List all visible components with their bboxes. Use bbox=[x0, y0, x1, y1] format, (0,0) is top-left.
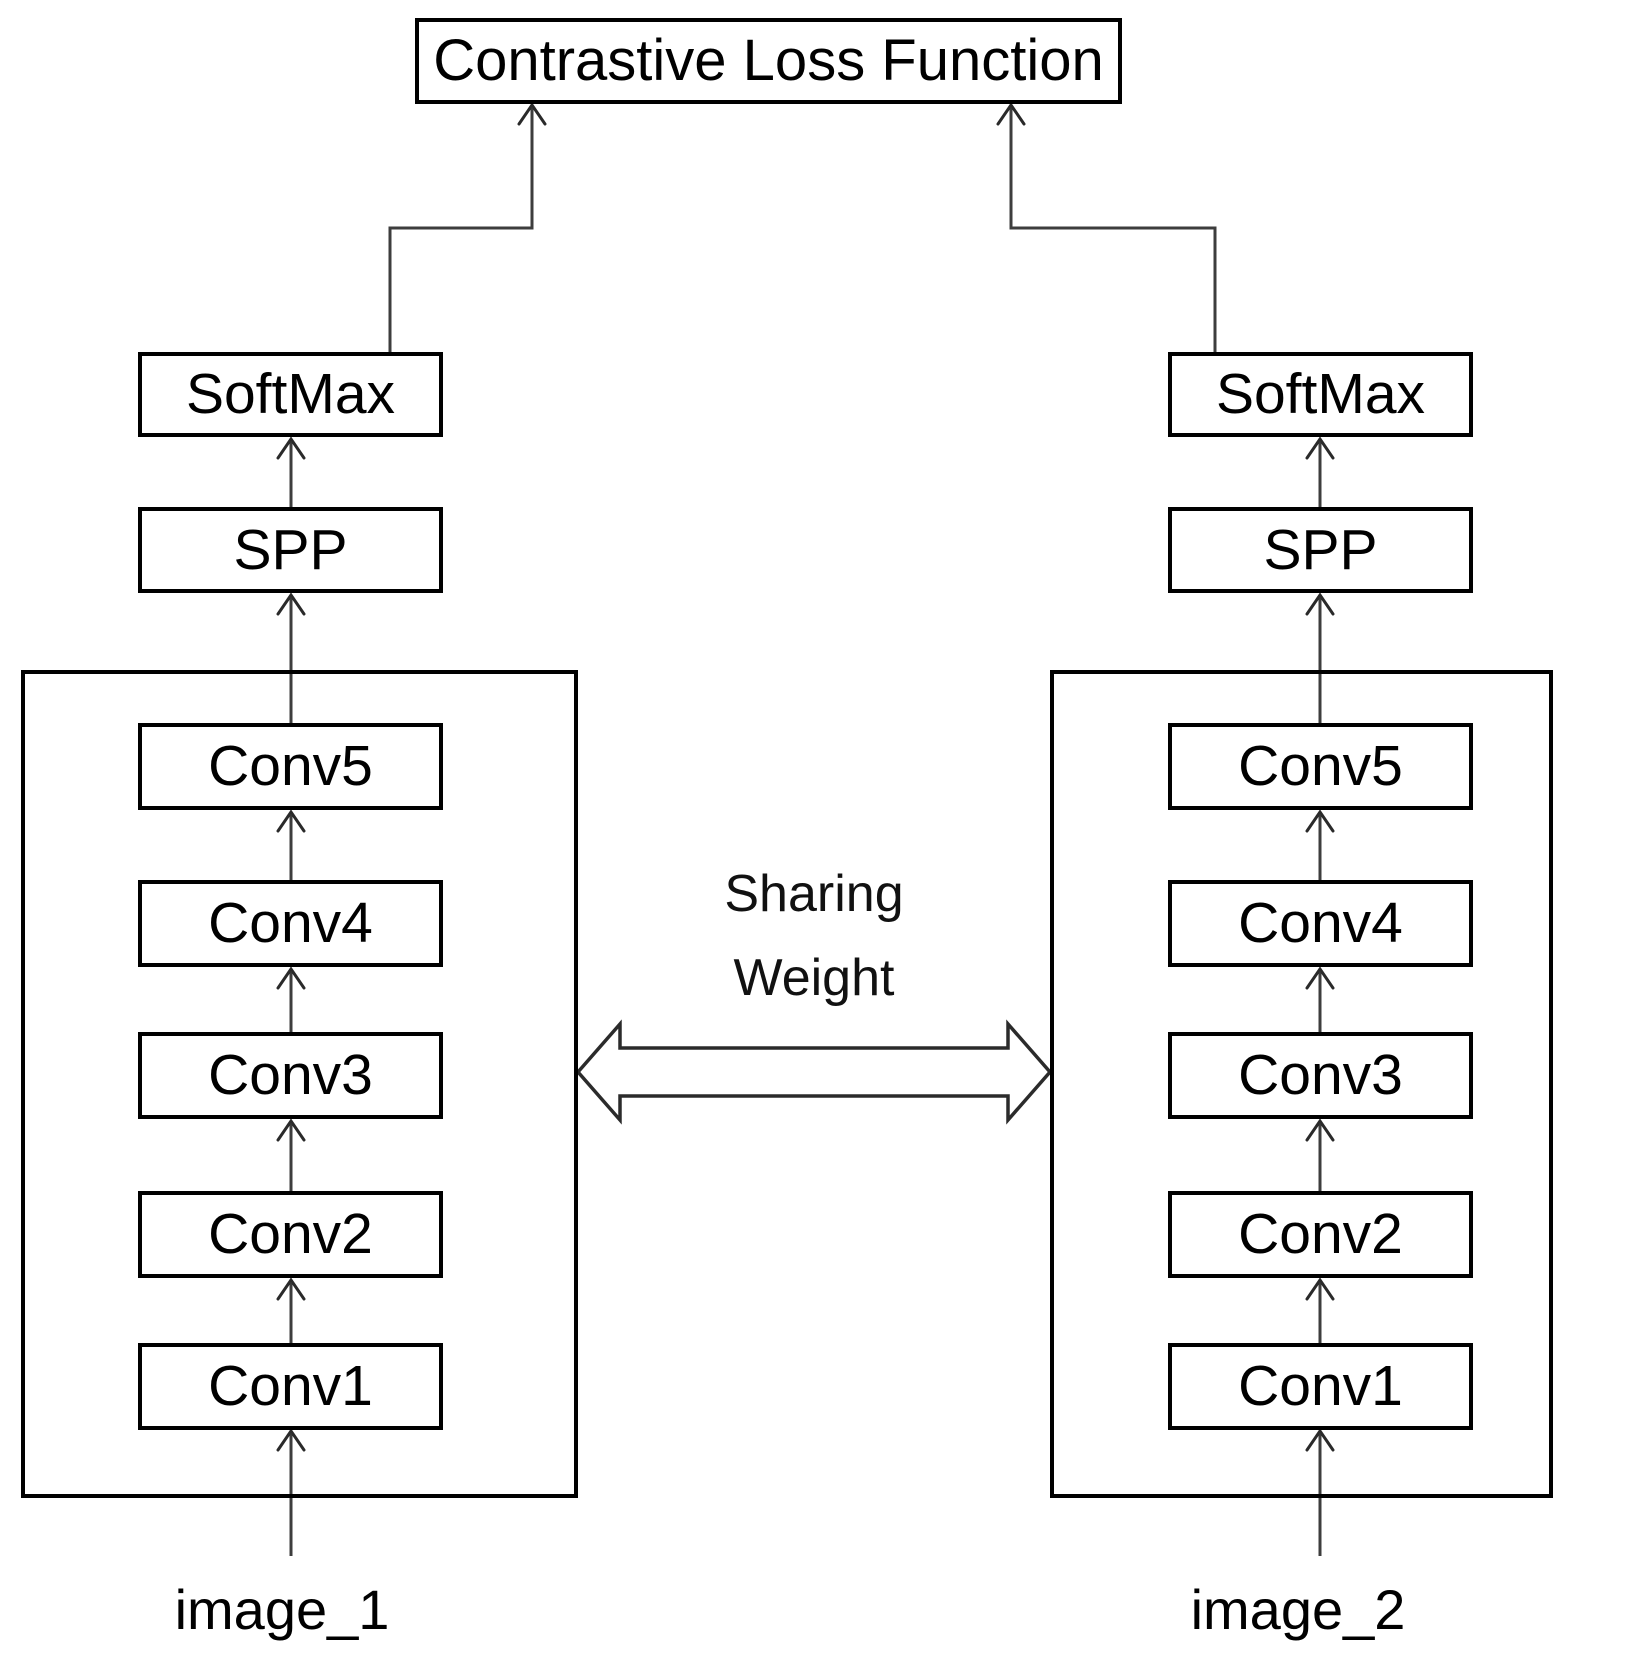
conv4-right-label: Conv4 bbox=[1238, 891, 1403, 955]
conv2-right-label: Conv2 bbox=[1238, 1202, 1403, 1266]
node-spp-right: SPP bbox=[1168, 507, 1473, 593]
conv3-left-label: Conv3 bbox=[208, 1043, 373, 1107]
conv3-right-label: Conv3 bbox=[1238, 1043, 1403, 1107]
softmax-left-label: SoftMax bbox=[185, 362, 396, 426]
sharing-weight-line2: Weight bbox=[733, 949, 895, 1008]
softmax-right-label: SoftMax bbox=[1215, 362, 1426, 426]
cnn-container-left bbox=[21, 670, 578, 1498]
sharing-weight-label: Sharing Weight bbox=[614, 852, 1014, 1020]
node-conv4-left: Conv4 bbox=[138, 880, 443, 967]
sharing-weight-line1: Sharing bbox=[724, 865, 904, 923]
node-conv3-left: Conv3 bbox=[138, 1032, 443, 1119]
node-conv5-right: Conv5 bbox=[1168, 723, 1473, 810]
sharing-weight-double-arrow bbox=[575, 1019, 1053, 1125]
conv4-left-label: Conv4 bbox=[208, 891, 373, 955]
spp-right-label: SPP bbox=[1263, 517, 1378, 582]
node-conv2-left: Conv2 bbox=[138, 1191, 443, 1278]
node-spp-left: SPP bbox=[138, 507, 443, 593]
cnn-container-right bbox=[1050, 670, 1553, 1498]
node-conv1-right: Conv1 bbox=[1168, 1343, 1473, 1430]
node-conv5-left: Conv5 bbox=[138, 723, 443, 810]
input-label-image-2: image_2 bbox=[1190, 1578, 1406, 1641]
left-branch-arrows bbox=[276, 102, 547, 1556]
node-contrastive-loss: Contrastive Loss Function bbox=[415, 18, 1122, 104]
conv1-right-label: Conv1 bbox=[1238, 1354, 1403, 1418]
conv5-right-label: Conv5 bbox=[1238, 734, 1403, 798]
node-softmax-right: SoftMax bbox=[1168, 352, 1473, 437]
contrastive-loss-label: Contrastive Loss Function bbox=[433, 28, 1104, 93]
node-conv2-right: Conv2 bbox=[1168, 1191, 1473, 1278]
node-conv3-right: Conv3 bbox=[1168, 1032, 1473, 1119]
node-conv1-left: Conv1 bbox=[138, 1343, 443, 1430]
input-label-image-1: image_1 bbox=[174, 1578, 390, 1641]
conv1-left-label: Conv1 bbox=[208, 1354, 373, 1418]
node-softmax-left: SoftMax bbox=[138, 352, 443, 437]
conv5-left-label: Conv5 bbox=[208, 734, 373, 798]
spp-left-label: SPP bbox=[233, 517, 348, 582]
node-conv4-right: Conv4 bbox=[1168, 880, 1473, 967]
conv2-left-label: Conv2 bbox=[208, 1202, 373, 1266]
